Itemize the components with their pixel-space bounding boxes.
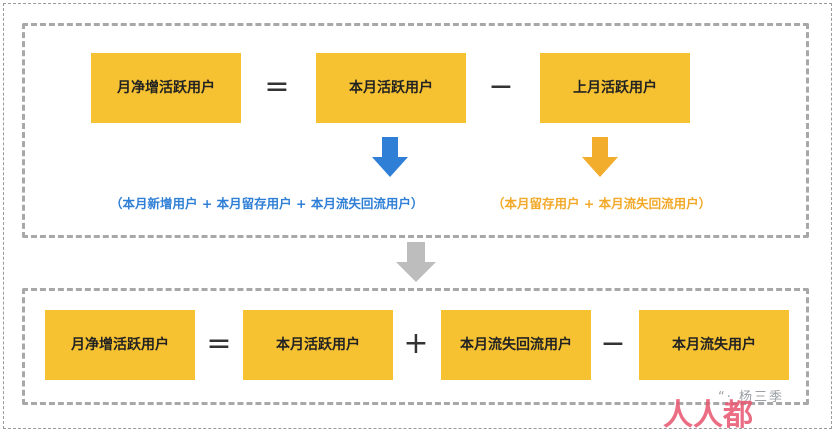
top-formula-panel xyxy=(22,23,809,238)
watermark: “· 杨三季 人人都 xyxy=(663,386,823,432)
bottom-formula-panel xyxy=(22,288,809,405)
term2-breakdown-text: （本月留存用户 + 本月流失回流用户） xyxy=(492,196,712,211)
bottom-term1-box: 本月活跃用户 xyxy=(243,310,393,380)
outer-frame xyxy=(3,3,832,429)
bottom-term3-box: 本月流失用户 xyxy=(639,310,789,380)
bottom-minus-sign: − xyxy=(600,326,626,361)
top-equals-sign: = xyxy=(264,69,290,104)
bottom-term2-box: 本月流失回流用户 xyxy=(441,310,591,380)
bottom-term1-label: 本月活跃用户 xyxy=(276,337,360,353)
top-minus-sign: − xyxy=(488,69,514,104)
top-result-box: 月净增活跃用户 xyxy=(91,53,241,123)
watermark-author: “· 杨三季 xyxy=(718,390,784,405)
bottom-result-box: 月净增活跃用户 xyxy=(45,310,195,380)
bottom-term2-label: 本月流失回流用户 xyxy=(460,337,572,353)
top-term1-label: 本月活跃用户 xyxy=(349,80,433,96)
top-term2-box: 上月活跃用户 xyxy=(540,53,690,123)
watermark-logo-text: 人人都 xyxy=(663,398,753,432)
term1-breakdown-text: （本月新增用户 + 本月留存用户 + 本月流失回流用户） xyxy=(110,196,424,211)
bottom-result-label: 月净增活跃用户 xyxy=(71,337,169,353)
top-result-label: 月净增活跃用户 xyxy=(117,80,215,96)
top-term1-box: 本月活跃用户 xyxy=(316,53,466,123)
orange-down-arrow-icon xyxy=(582,137,618,177)
bottom-term3-label: 本月流失用户 xyxy=(672,337,756,353)
top-term2-label: 上月活跃用户 xyxy=(573,80,657,96)
bottom-plus-sign: + xyxy=(403,326,429,361)
gray-down-arrow-icon xyxy=(396,242,436,282)
blue-down-arrow-icon xyxy=(372,137,408,177)
bottom-equals-sign: = xyxy=(206,326,232,361)
